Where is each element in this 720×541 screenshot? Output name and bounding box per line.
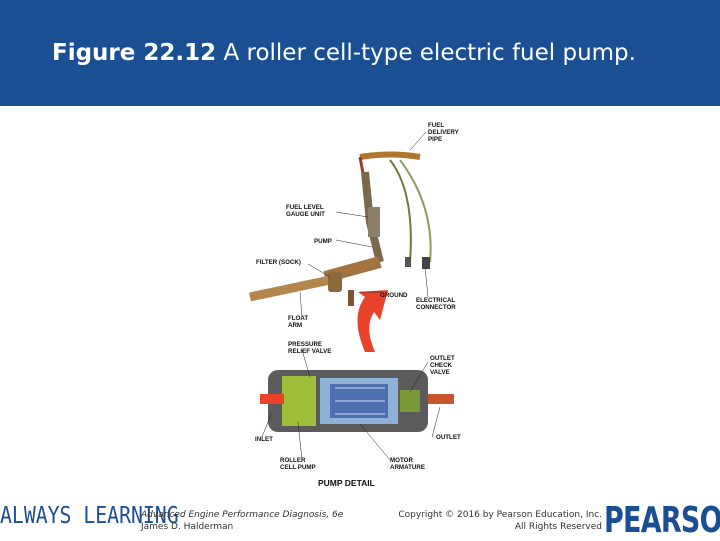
label-outlet-check-3: VALVE [430, 369, 450, 376]
label-pump: PUMP [314, 238, 332, 245]
label-pressure-1: PRESSURE [288, 341, 322, 348]
label-fuel-delivery-pipe-1: FUEL [428, 122, 444, 129]
label-fuel-level-1: FUEL LEVEL [286, 204, 324, 211]
book-author: James D. Halderman [141, 522, 234, 532]
label-filter-sock: FILTER (SOCK) [256, 259, 301, 266]
label-fuel-delivery-pipe-3: PIPE [428, 136, 442, 143]
book-credit: Advanced Engine Performance Diagnosis, 6… [141, 509, 343, 533]
label-electrical-1: ELECTRICAL [416, 297, 455, 304]
pearson-logo: PEARSON [604, 500, 720, 541]
label-outlet: OUTLET [436, 434, 461, 441]
label-ground: GROUND [380, 292, 408, 299]
fuel-pump-illustration: FUEL DELIVERY PIPE FUEL LEVEL GAUGE UNIT… [249, 122, 461, 488]
copyright-line: Copyright © 2016 by Pearson Education, I… [398, 510, 602, 520]
label-outlet-check-2: CHECK [430, 362, 453, 369]
label-inlet: INLET [255, 436, 273, 443]
label-fuel-level-2: GAUGE UNIT [286, 211, 325, 218]
copyright-notice: Copyright © 2016 by Pearson Education, I… [396, 509, 602, 533]
label-roller-1: ROLLER [280, 457, 306, 464]
label-motor-1: MOTOR [390, 457, 413, 464]
figure-number: Figure 22.12 [52, 40, 217, 66]
label-float-1: FLOAT [288, 315, 308, 322]
book-title: Advanced Engine Performance Diagnosis, 6… [141, 510, 344, 520]
label-roller-2: CELL PUMP [280, 464, 316, 471]
label-motor-2: ARMATURE [390, 464, 425, 471]
label-float-2: ARM [288, 322, 302, 329]
slide-title: Figure 22.12 A roller cell-type electric… [52, 40, 636, 66]
label-pump-detail: PUMP DETAIL [318, 478, 375, 488]
label-pressure-2: RELIEF VALVE [288, 348, 331, 355]
label-outlet-check-1: OUTLET [430, 355, 455, 362]
figure-caption: A roller cell-type electric fuel pump. [216, 40, 636, 66]
slide-footer [0, 500, 720, 540]
label-fuel-delivery-pipe-2: DELIVERY [428, 129, 460, 136]
rights-line: All Rights Reserved [514, 522, 602, 532]
slide-header: Figure 22.12 A roller cell-type electric… [0, 0, 720, 106]
label-electrical-2: CONNECTOR [416, 304, 456, 311]
always-learning-logo: ALWAYS LEARNING [0, 503, 179, 529]
